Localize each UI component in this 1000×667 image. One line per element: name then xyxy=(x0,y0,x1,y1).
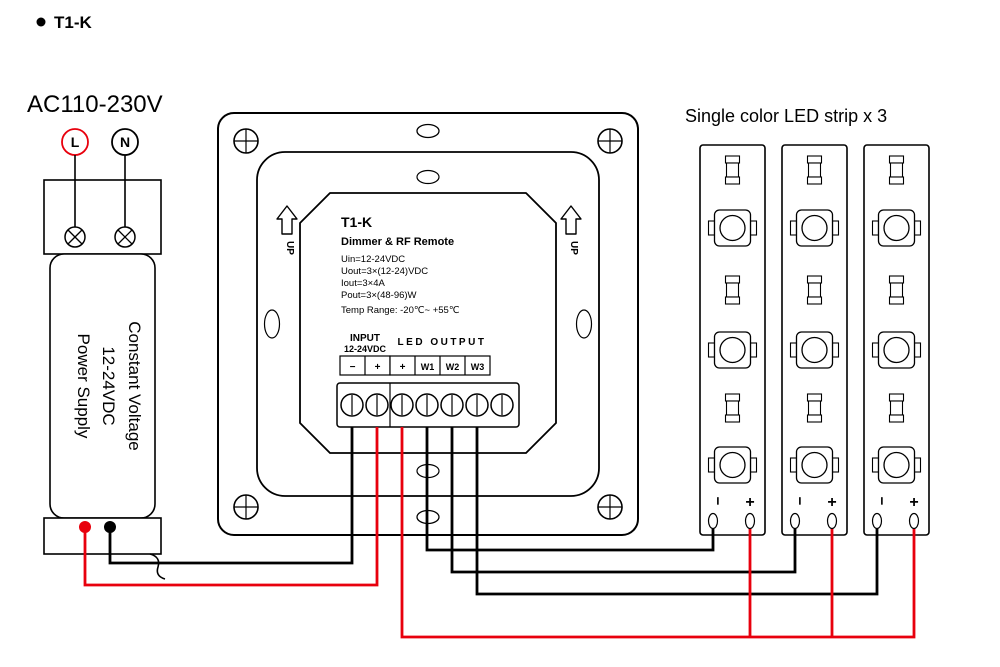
led-chip-icon xyxy=(789,209,840,247)
wire-w1 xyxy=(425,427,715,552)
wire-w3 xyxy=(475,427,879,596)
resistor-icon xyxy=(724,155,741,185)
led-strips-heading: Single color LED strip x 3 xyxy=(685,106,887,126)
strip-minus-label: − xyxy=(709,497,726,506)
strip-pad xyxy=(744,512,756,530)
strip-plus-label: + xyxy=(745,494,754,511)
terminal-label: W1 xyxy=(421,362,435,372)
terminal-screw-icon xyxy=(490,393,514,417)
strip-pad xyxy=(707,512,719,530)
up-label: UP xyxy=(284,241,295,255)
n-terminal-label: N xyxy=(120,134,130,150)
l-terminal: L xyxy=(61,128,89,156)
n-terminal: N xyxy=(111,128,139,156)
panel-model: T1-K xyxy=(341,214,372,230)
led-strip: − + xyxy=(863,144,930,536)
panel-spec-line: Pout=3×(48-96)W xyxy=(341,290,417,301)
resistor-icon xyxy=(888,275,905,305)
resistor-icon xyxy=(724,393,741,423)
corner-screw-icon xyxy=(233,494,259,520)
panel-spec-line: Uout=3×(12-24)VDC xyxy=(341,266,428,277)
led-chip-icon xyxy=(707,331,758,369)
l-terminal-label: L xyxy=(71,134,80,150)
led-chip-icon xyxy=(789,446,840,484)
terminal-label: − xyxy=(350,362,356,373)
strip-plus-label: + xyxy=(827,494,836,511)
psu-label-line3: Constant Voltage xyxy=(125,321,144,450)
psu-label-line2: 12-24VDC xyxy=(99,346,118,425)
panel-subtitle: Dimmer & RF Remote xyxy=(341,236,454,248)
panel-spec-line: Uin=12-24VDC xyxy=(341,254,405,265)
panel-spec-line: Temp Range: -20℃~ +55℃ xyxy=(341,305,460,316)
corner-screw-icon xyxy=(597,494,623,520)
terminal-screw-icon xyxy=(365,393,389,417)
terminal-screw-icon xyxy=(340,393,364,417)
psu-cord-squiggle xyxy=(149,553,166,580)
led-chip-icon xyxy=(871,209,922,247)
terminal-label: + xyxy=(400,362,406,373)
title-bullet-icon xyxy=(36,17,46,27)
strip-pad xyxy=(826,512,838,530)
led-chip-icon xyxy=(871,331,922,369)
led-chip-icon xyxy=(707,209,758,247)
psu-label-line1: Power Supply xyxy=(74,334,93,439)
input-label: INPUT xyxy=(350,333,380,344)
psu-screw-icon xyxy=(64,226,86,248)
strip-pad xyxy=(871,512,883,530)
terminal-block xyxy=(336,382,520,428)
led-strip: − + xyxy=(781,144,848,536)
diagram-title: T1-K xyxy=(54,13,93,32)
up-arrow-icon xyxy=(276,205,298,235)
terminal-label: + xyxy=(375,362,381,373)
terminal-screw-icon xyxy=(390,393,414,417)
corner-screw-icon xyxy=(233,128,259,154)
wire-output-positive-bus xyxy=(400,427,916,639)
led-output-label: LED OUTPUT xyxy=(398,337,487,348)
bezel-notch xyxy=(263,309,281,339)
led-strip: − + xyxy=(699,144,766,536)
resistor-icon xyxy=(888,393,905,423)
power-supply: Power Supply 12-24VDC Constant Voltage xyxy=(43,155,166,580)
resistor-icon xyxy=(888,155,905,185)
terminal-screw-icon xyxy=(415,393,439,417)
terminal-screw-icon xyxy=(440,393,464,417)
resistor-icon xyxy=(724,275,741,305)
terminal-label-strip: − + + W1 W2 W3 xyxy=(339,355,491,376)
led-chip-icon xyxy=(789,331,840,369)
wire-input-positive xyxy=(83,427,379,587)
resistor-icon xyxy=(806,275,823,305)
resistor-icon xyxy=(806,155,823,185)
ac-voltage-label: AC110-230V xyxy=(27,91,163,118)
bezel-notch xyxy=(575,309,593,339)
up-label: UP xyxy=(568,241,579,255)
strip-pad xyxy=(789,512,801,530)
led-chip-icon xyxy=(707,446,758,484)
wiring xyxy=(83,427,916,639)
input-voltage-label: 12-24VDC xyxy=(344,344,387,354)
strip-plus-label: + xyxy=(909,494,918,511)
strip-minus-label: − xyxy=(873,497,890,506)
terminal-screw-icon xyxy=(465,393,489,417)
panel: UP UP T1-K Dimmer & RF Remote Uin=12-24V… xyxy=(217,112,639,536)
terminal-label: W2 xyxy=(446,362,460,372)
panel-notch xyxy=(416,123,440,139)
wire-input-negative xyxy=(108,427,354,565)
led-chip-icon xyxy=(871,446,922,484)
resistor-icon xyxy=(806,393,823,423)
wire-w2 xyxy=(450,427,797,574)
corner-screw-icon xyxy=(597,128,623,154)
up-arrow-icon xyxy=(560,205,582,235)
strip-pad xyxy=(908,512,920,530)
bezel-notch xyxy=(416,169,440,185)
strip-minus-label: − xyxy=(791,497,808,506)
terminal-label: W3 xyxy=(471,362,485,372)
panel-spec-line: Iout=3×4A xyxy=(341,278,386,289)
psu-screw-icon xyxy=(114,226,136,248)
